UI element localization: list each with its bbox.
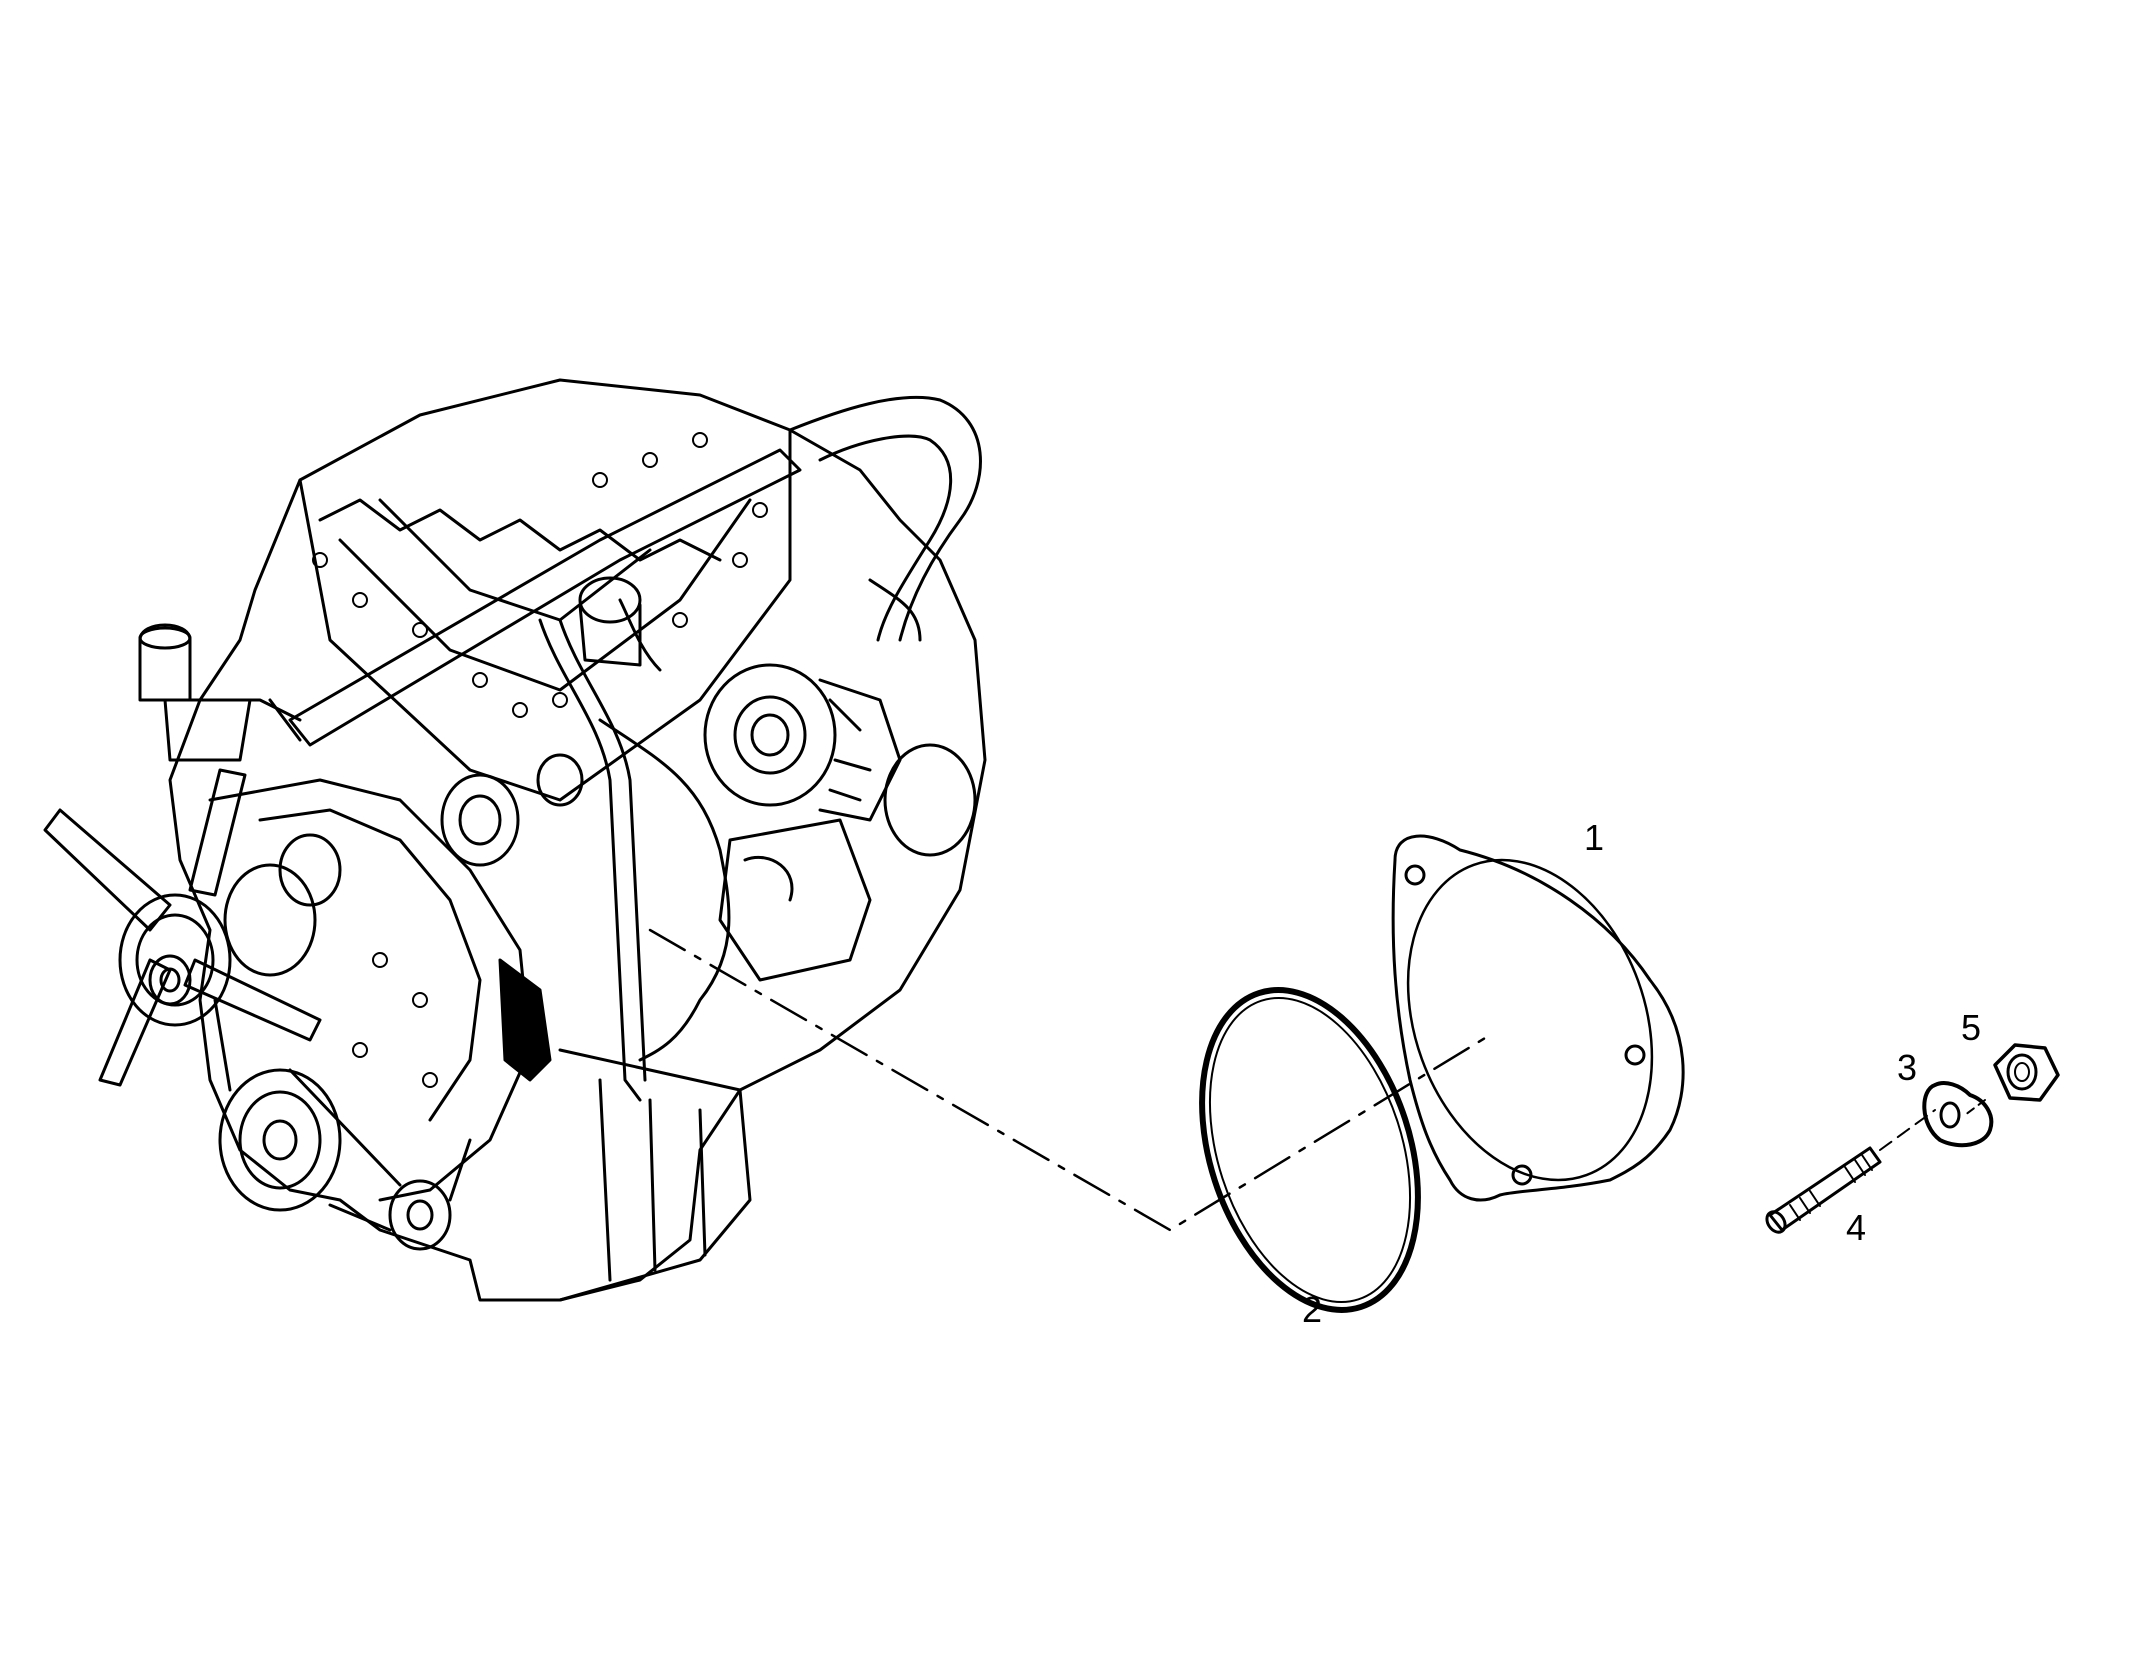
callout-5: 5 xyxy=(1961,1007,1982,1048)
tab-washer-part xyxy=(1922,1081,1994,1148)
fan-blade xyxy=(188,768,247,897)
callout-3: 3 xyxy=(1897,1047,1918,1088)
engine-assembly xyxy=(43,378,987,1302)
callout-4: 4 xyxy=(1846,1207,1867,1248)
cover-plate-part xyxy=(1391,834,1685,1202)
fan-blade xyxy=(43,808,172,932)
o-ring-part xyxy=(1199,987,1421,1313)
callout-1: 1 xyxy=(1584,817,1605,858)
fan-blade xyxy=(98,958,172,1087)
hex-nut-part xyxy=(1964,1043,2060,1116)
assembly-leader-line xyxy=(648,928,1492,1232)
callout-2: 2 xyxy=(1302,1289,1323,1330)
